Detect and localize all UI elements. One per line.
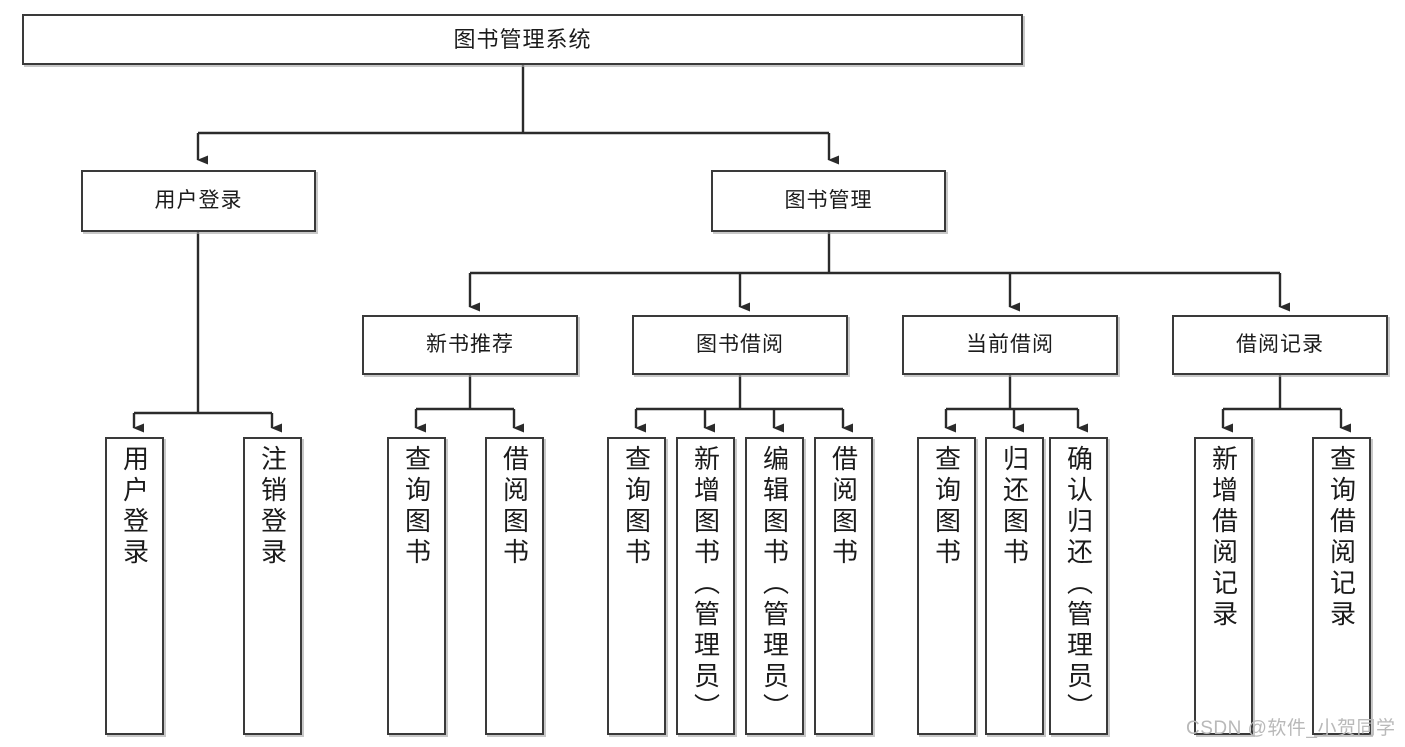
node-borrow-record[interactable]: 借阅记录: [1172, 315, 1388, 375]
node-label: 新增借阅记录: [1208, 445, 1239, 631]
leaf-borrow-record-query-record[interactable]: 查询借阅记录: [1312, 437, 1371, 735]
leaf-book-borrow-query-book[interactable]: 查询图书: [607, 437, 666, 735]
leaf-current-borrow-confirm-return-admin[interactable]: 确认归还（管理员）: [1049, 437, 1108, 735]
leaf-book-borrow-edit-book-admin[interactable]: 编辑图书（管理员）: [745, 437, 804, 735]
node-root-book-management-system[interactable]: 图书管理系统: [22, 14, 1023, 65]
node-label: 注销登录: [257, 445, 288, 569]
node-label: 借阅记录: [1236, 332, 1324, 356]
node-label: 新书推荐: [426, 332, 514, 356]
node-label: 图书借阅: [696, 332, 784, 356]
leaf-current-borrow-query-book[interactable]: 查询图书: [917, 437, 976, 735]
watermark: CSDN @软件_小贺同学: [1186, 718, 1396, 739]
node-new-book-recommend[interactable]: 新书推荐: [362, 315, 578, 375]
node-label: 用户登录: [154, 188, 243, 212]
node-label: 图书管理系统: [453, 26, 592, 52]
leaf-current-borrow-return-book[interactable]: 归还图书: [985, 437, 1044, 735]
node-label: 归还图书: [999, 445, 1030, 569]
leaf-borrow-record-add-record[interactable]: 新增借阅记录: [1194, 437, 1253, 735]
leaf-new-book-query-book[interactable]: 查询图书: [387, 437, 446, 735]
node-label: 确认归还（管理员）: [1063, 445, 1094, 724]
node-label: 查询图书: [621, 445, 652, 569]
node-label: 新增图书（管理员）: [690, 445, 721, 724]
node-label: 当前借阅: [966, 332, 1054, 356]
node-current-borrow[interactable]: 当前借阅: [902, 315, 1118, 375]
leaf-book-borrow-borrow-book[interactable]: 借阅图书: [814, 437, 873, 735]
leaf-user-login-login[interactable]: 用户登录: [105, 437, 164, 735]
leaf-book-borrow-add-book-admin[interactable]: 新增图书（管理员）: [676, 437, 735, 735]
node-book-management[interactable]: 图书管理: [711, 170, 946, 232]
leaf-new-book-borrow-book[interactable]: 借阅图书: [485, 437, 544, 735]
node-label: 查询借阅记录: [1326, 445, 1357, 631]
node-label: 用户登录: [119, 445, 150, 569]
node-label: 借阅图书: [828, 445, 859, 569]
node-label: 查询图书: [401, 445, 432, 569]
node-user-login[interactable]: 用户登录: [81, 170, 316, 232]
node-label: 图书管理: [784, 188, 873, 212]
node-label: 借阅图书: [499, 445, 530, 569]
node-label: 编辑图书（管理员）: [759, 445, 790, 724]
node-label: 查询图书: [931, 445, 962, 569]
leaf-user-login-logout[interactable]: 注销登录: [243, 437, 302, 735]
node-book-borrow[interactable]: 图书借阅: [632, 315, 848, 375]
